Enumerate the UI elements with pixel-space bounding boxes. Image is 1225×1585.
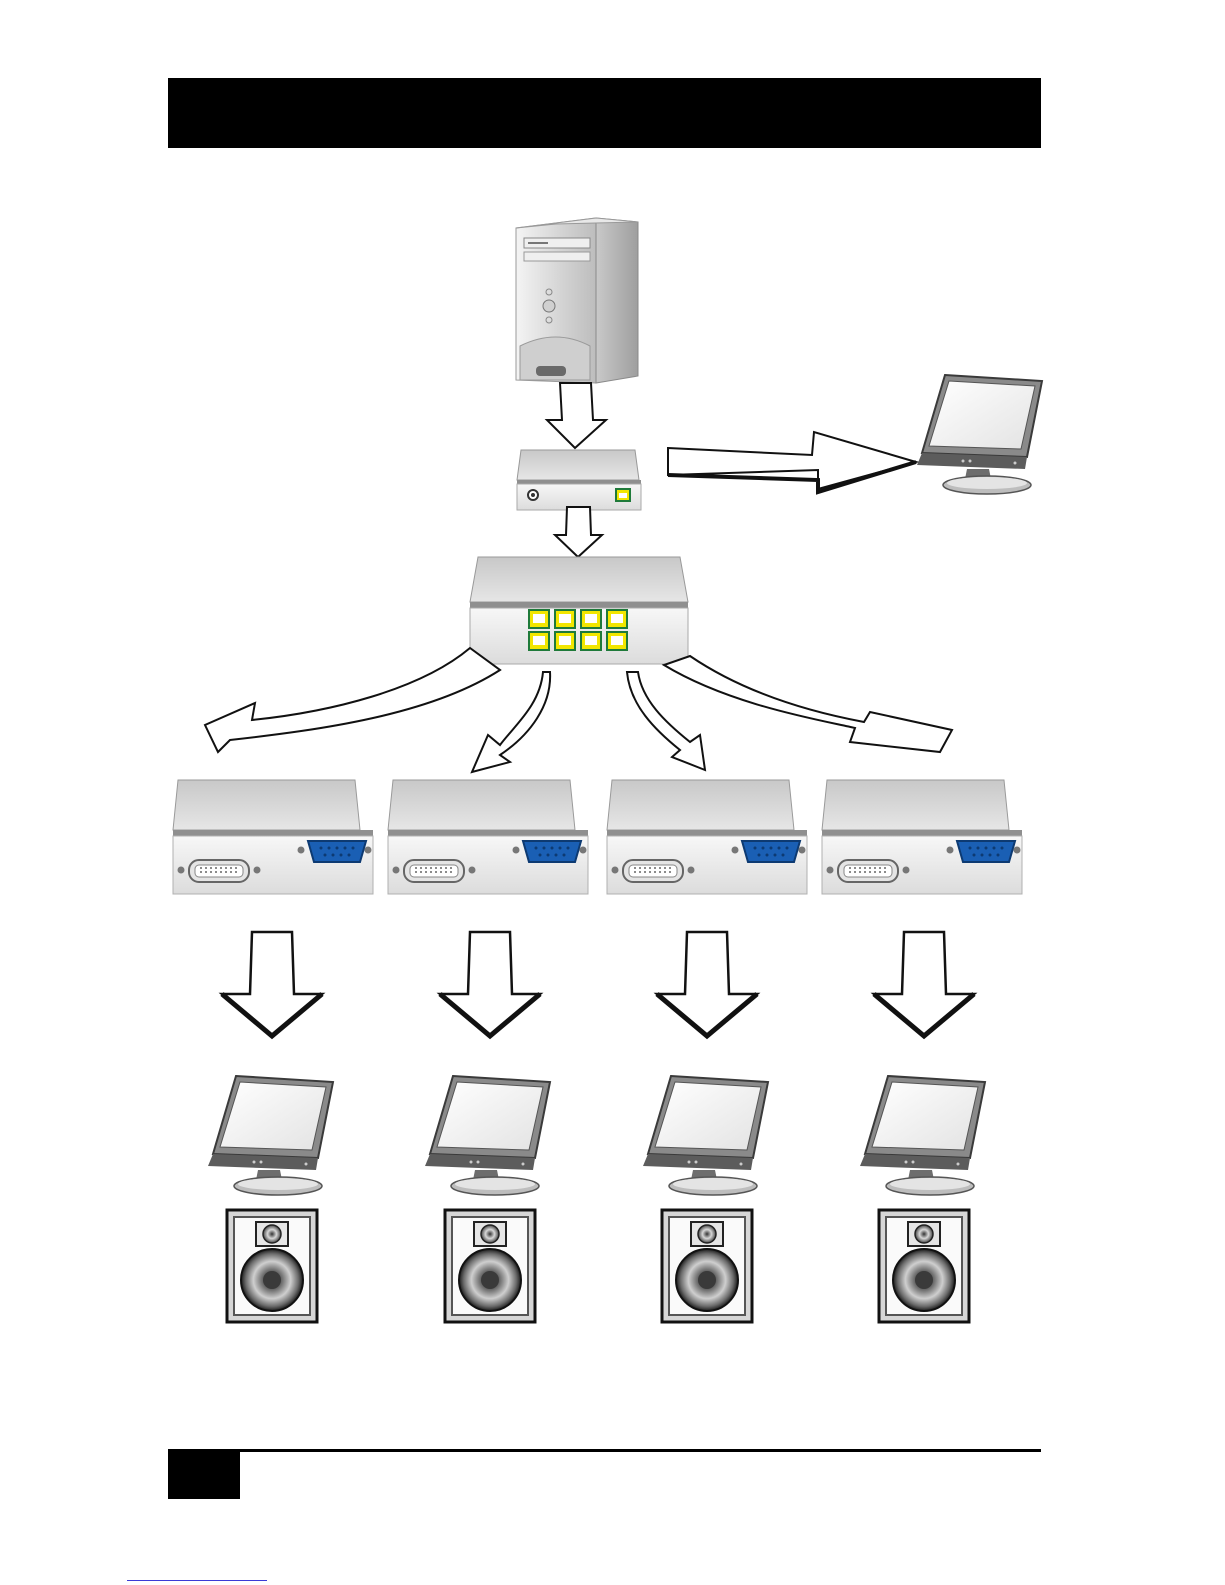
receiver-box-icon — [822, 780, 1022, 894]
footer-rule — [168, 1449, 1041, 1452]
arrow-switch-to-receiver-1 — [205, 648, 500, 752]
arrow-receiver-to-display-3 — [657, 932, 757, 1036]
transmitter-box-icon — [517, 450, 641, 510]
fanout-arrows — [205, 648, 952, 772]
arrow-transmitter-to-monitor — [668, 432, 916, 492]
receiver-box-icon — [173, 780, 373, 894]
speaker-icon — [879, 1210, 969, 1322]
arrow-transmitter-to-switch — [555, 507, 602, 557]
ethernet-switch-icon — [470, 557, 688, 664]
monitor-icon — [643, 1076, 768, 1195]
arrow-receiver-to-display-4 — [874, 932, 974, 1036]
speaker-icon — [227, 1210, 317, 1322]
speaker-icon — [662, 1210, 752, 1322]
arrow-switch-to-receiver-3 — [627, 672, 705, 770]
page-number-block — [168, 1449, 240, 1499]
arrow-receiver-to-display-1 — [222, 932, 322, 1036]
local-monitor-icon — [917, 375, 1042, 494]
receiver-box-icon — [388, 780, 588, 894]
monitor-icon — [208, 1076, 333, 1195]
arrow-receiver-to-display-2 — [440, 932, 540, 1036]
arrow-switch-to-receiver-4 — [664, 656, 952, 752]
monitor-icon — [860, 1076, 985, 1195]
footer-link-underline — [127, 1580, 267, 1581]
monitor-icon — [425, 1076, 550, 1195]
receiver-box-icon — [607, 780, 807, 894]
arrow-switch-to-receiver-2 — [472, 672, 550, 772]
arrow-pc-to-transmitter — [547, 383, 606, 448]
speaker-icon — [445, 1210, 535, 1322]
computer-tower-icon — [516, 218, 638, 383]
